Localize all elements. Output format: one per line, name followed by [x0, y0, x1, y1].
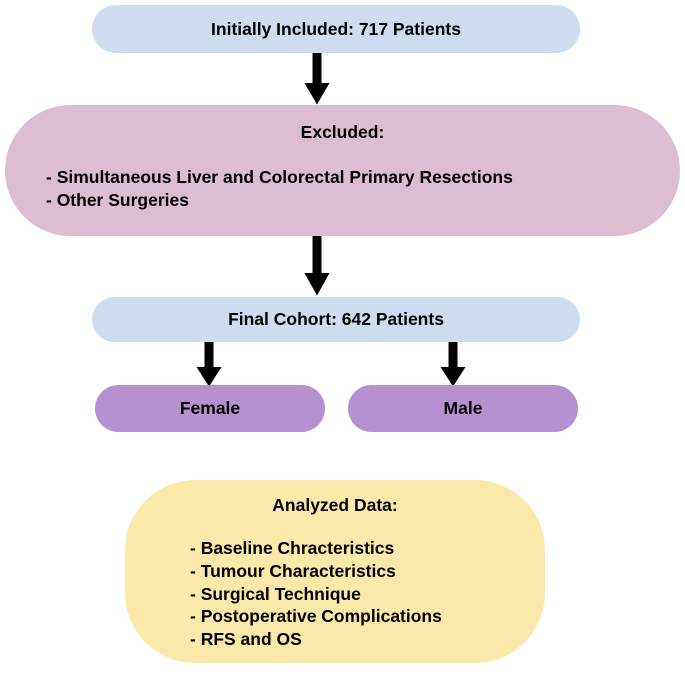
node-male-title: Male: [443, 398, 483, 419]
arrow-final-to-male-icon: [440, 342, 466, 387]
list-item: - Baseline Chracteristics: [190, 538, 395, 559]
list-item: - Tumour Characteristics: [190, 560, 396, 581]
node-analyzed-data-title: Analyzed Data:: [272, 495, 398, 515]
list-item: - Other Surgeries: [46, 190, 189, 211]
node-excluded-title: Excluded:: [300, 122, 385, 142]
node-female-title: Female: [179, 398, 241, 419]
node-female: Female: [95, 385, 325, 432]
node-analyzed-data: Analyzed Data: - Baseline Chracteristics…: [125, 480, 545, 663]
arrow-final-to-female-icon: [196, 342, 222, 387]
node-final-cohort: Final Cohort: 642 Patients: [92, 297, 580, 342]
list-item: - Postoperative Complications: [190, 606, 442, 627]
list-item: - Surgical Technique: [190, 583, 361, 604]
arrow-initial-to-excluded-icon: [304, 53, 330, 105]
arrow-excluded-to-final-icon: [304, 236, 330, 296]
list-item: - Simultaneous Liver and Colorectal Prim…: [46, 167, 513, 188]
node-analyzed-data-list: - Baseline Chracteristics - Tumour Chara…: [190, 537, 442, 651]
node-male: Male: [348, 385, 578, 432]
node-final-cohort-title: Final Cohort: 642 Patients: [228, 309, 444, 330]
node-excluded: Excluded: - Simultaneous Liver and Color…: [5, 105, 680, 236]
node-initially-included-title: Initially Included: 717 Patients: [211, 18, 461, 39]
list-item: - RFS and OS: [190, 629, 302, 650]
node-excluded-list: - Simultaneous Liver and Colorectal Prim…: [46, 166, 513, 212]
node-initially-included: Initially Included: 717 Patients: [92, 5, 580, 53]
